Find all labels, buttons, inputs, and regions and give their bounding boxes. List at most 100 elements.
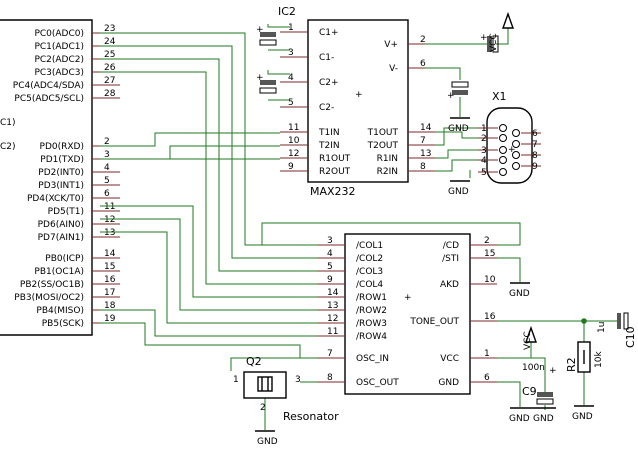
dtmf-ic: + 3/COL14/COL25/COL39/COL414/ROW113/ROW2…	[317, 233, 497, 395]
ic2-pin-number: 4	[288, 73, 294, 83]
ic2-pin-label: T1IN	[318, 128, 340, 138]
mcu-pin-number: 19	[104, 314, 116, 324]
mcu-pin-number: 17	[104, 288, 115, 298]
svg-text:Q2: Q2	[246, 355, 262, 368]
mcu-pin-label: PC4(ADC4/SDA)	[13, 81, 84, 91]
mcu-pin-number: 4	[104, 163, 110, 173]
mcu-pin-label: PC5(ADC5/SCL)	[14, 94, 84, 104]
dtmf-pin-number: 10	[484, 275, 496, 285]
cap-c10: 1u C10	[597, 312, 637, 348]
mcu-pin-number: 6	[104, 189, 110, 199]
dtmf-pin-label: VCC	[440, 354, 459, 364]
dtmf-pin-label: OSC_OUT	[356, 378, 399, 388]
dtmf-pin-label: /ROW3	[356, 319, 387, 329]
svg-text:+: +	[549, 366, 557, 376]
cap-vplus: +	[480, 33, 499, 53]
mcu-pin-label: PB4(MISO)	[36, 306, 84, 316]
ic2-pin-label: C1+	[319, 28, 339, 38]
svg-text:+: +	[256, 25, 264, 35]
mcu-pin-label: PB3(MOSI/OC2)	[14, 293, 84, 303]
svg-text:1u: 1u	[597, 322, 607, 333]
mcu-pin-number: 15	[104, 262, 115, 272]
ic2-pin-label: V-	[389, 64, 398, 74]
svg-text:+: +	[404, 293, 412, 303]
mcu-pin-number: 3	[104, 150, 110, 160]
mcu-cut-label: C1)	[0, 118, 16, 128]
dtmf-pin-label: /COL1	[356, 241, 383, 251]
mcu-pin-label: PD7(AIN1)	[38, 233, 84, 243]
dtmf-pin-label: /STI	[442, 254, 459, 264]
ic2-pin-number: 6	[420, 59, 426, 69]
dtmf-pin-label: /ROW4	[356, 332, 387, 342]
dtmf-pin-label: /ROW1	[356, 293, 387, 303]
ic2-pin-number: 2	[420, 35, 426, 45]
dtmf-pin-label: /CD	[443, 241, 459, 251]
x1-marker: +	[508, 145, 516, 155]
mcu-cut-label: C2)	[0, 142, 16, 152]
dtmf-pin-number: 15	[484, 249, 495, 259]
ic2-pin-label: T2OUT	[367, 141, 399, 151]
dtmf-pin-label: OSC_IN	[356, 354, 389, 364]
ic2-pin-number: 7	[420, 136, 426, 146]
mcu-block: PC0(ADC0)23PC1(ADC1)24PC2(ADC2)25PC3(ADC…	[0, 19, 120, 336]
gnd-symbol-1: GND	[448, 117, 470, 134]
mcu-pin-label: PD3(INT1)	[38, 181, 84, 191]
mcu-pin-number: 18	[104, 301, 116, 311]
svg-text:+: +	[355, 90, 363, 100]
vcc-symbol-top: VCC	[489, 11, 514, 52]
x1-pin-number: 5	[481, 168, 487, 178]
svg-text:GND: GND	[448, 124, 469, 134]
mcu-pin-number: 23	[104, 24, 115, 34]
dtmf-pin-number: 12	[327, 314, 338, 324]
cap-c9: 100n + C9	[522, 363, 557, 405]
ic2-pin-number: 12	[288, 149, 299, 159]
mcu-pin-label: PB1(OC1A)	[34, 267, 84, 277]
ic2-pin-number: 14	[420, 123, 432, 133]
x1-pin-circle	[512, 140, 520, 148]
mcu-pin-number: 12	[104, 215, 115, 225]
x1-pin-number: 2	[481, 134, 487, 144]
dtmf-pin-number: 9	[327, 275, 333, 285]
svg-text:1: 1	[233, 375, 239, 385]
ic2-name: IC2	[278, 5, 296, 18]
x1-pin-number: 6	[532, 129, 538, 139]
ic2-pin-label: R2OUT	[319, 167, 351, 177]
cap-c1: +	[256, 25, 277, 46]
mcu-pin-label: PB0(ICP)	[45, 254, 84, 264]
x1-pin-number: 4	[481, 156, 487, 166]
ic2-pin-number: 1	[288, 23, 294, 33]
x1-pin-circle	[499, 134, 507, 142]
dtmf-pin-number: 5	[327, 262, 333, 272]
dtmf-pin-number: 1	[484, 349, 490, 359]
mcu-pin-number: 16	[104, 275, 116, 285]
gnd-symbol-2: GND	[448, 180, 470, 197]
x1-pin-number: 8	[532, 151, 538, 161]
svg-text:10k: 10k	[594, 351, 604, 368]
svg-text:C9: C9	[522, 385, 537, 398]
dtmf-pin-label: /COL3	[356, 267, 383, 277]
cap-vminus: +	[447, 81, 469, 101]
svg-text:GND: GND	[257, 437, 278, 447]
svg-text:C10: C10	[624, 326, 637, 348]
dtmf-pin-number: 13	[327, 301, 338, 311]
cap-c2: +	[256, 73, 277, 94]
gnd-symbol-3: GND	[509, 282, 530, 299]
ic2-pin-label: C2+	[319, 78, 339, 88]
svg-text:+: +	[256, 73, 264, 83]
dtmf-pin-label: GND	[438, 378, 459, 388]
svg-text:GND: GND	[509, 414, 530, 424]
x1-pin-circle	[512, 129, 520, 137]
ic2-pin-number: 3	[288, 48, 294, 58]
svg-text:100n: 100n	[522, 363, 545, 373]
gnd-symbol-c9: GND GND	[509, 407, 556, 424]
x1-pin-number: 3	[481, 146, 487, 156]
dtmf-pin-number: 3	[327, 236, 333, 246]
svg-text:3: 3	[295, 375, 301, 385]
resistor-r2: 10k R2	[565, 341, 604, 373]
dtmf-pin-number: 7	[327, 349, 333, 359]
mcu-pin-number: 26	[104, 63, 116, 73]
x1-pin-circle	[512, 162, 520, 170]
